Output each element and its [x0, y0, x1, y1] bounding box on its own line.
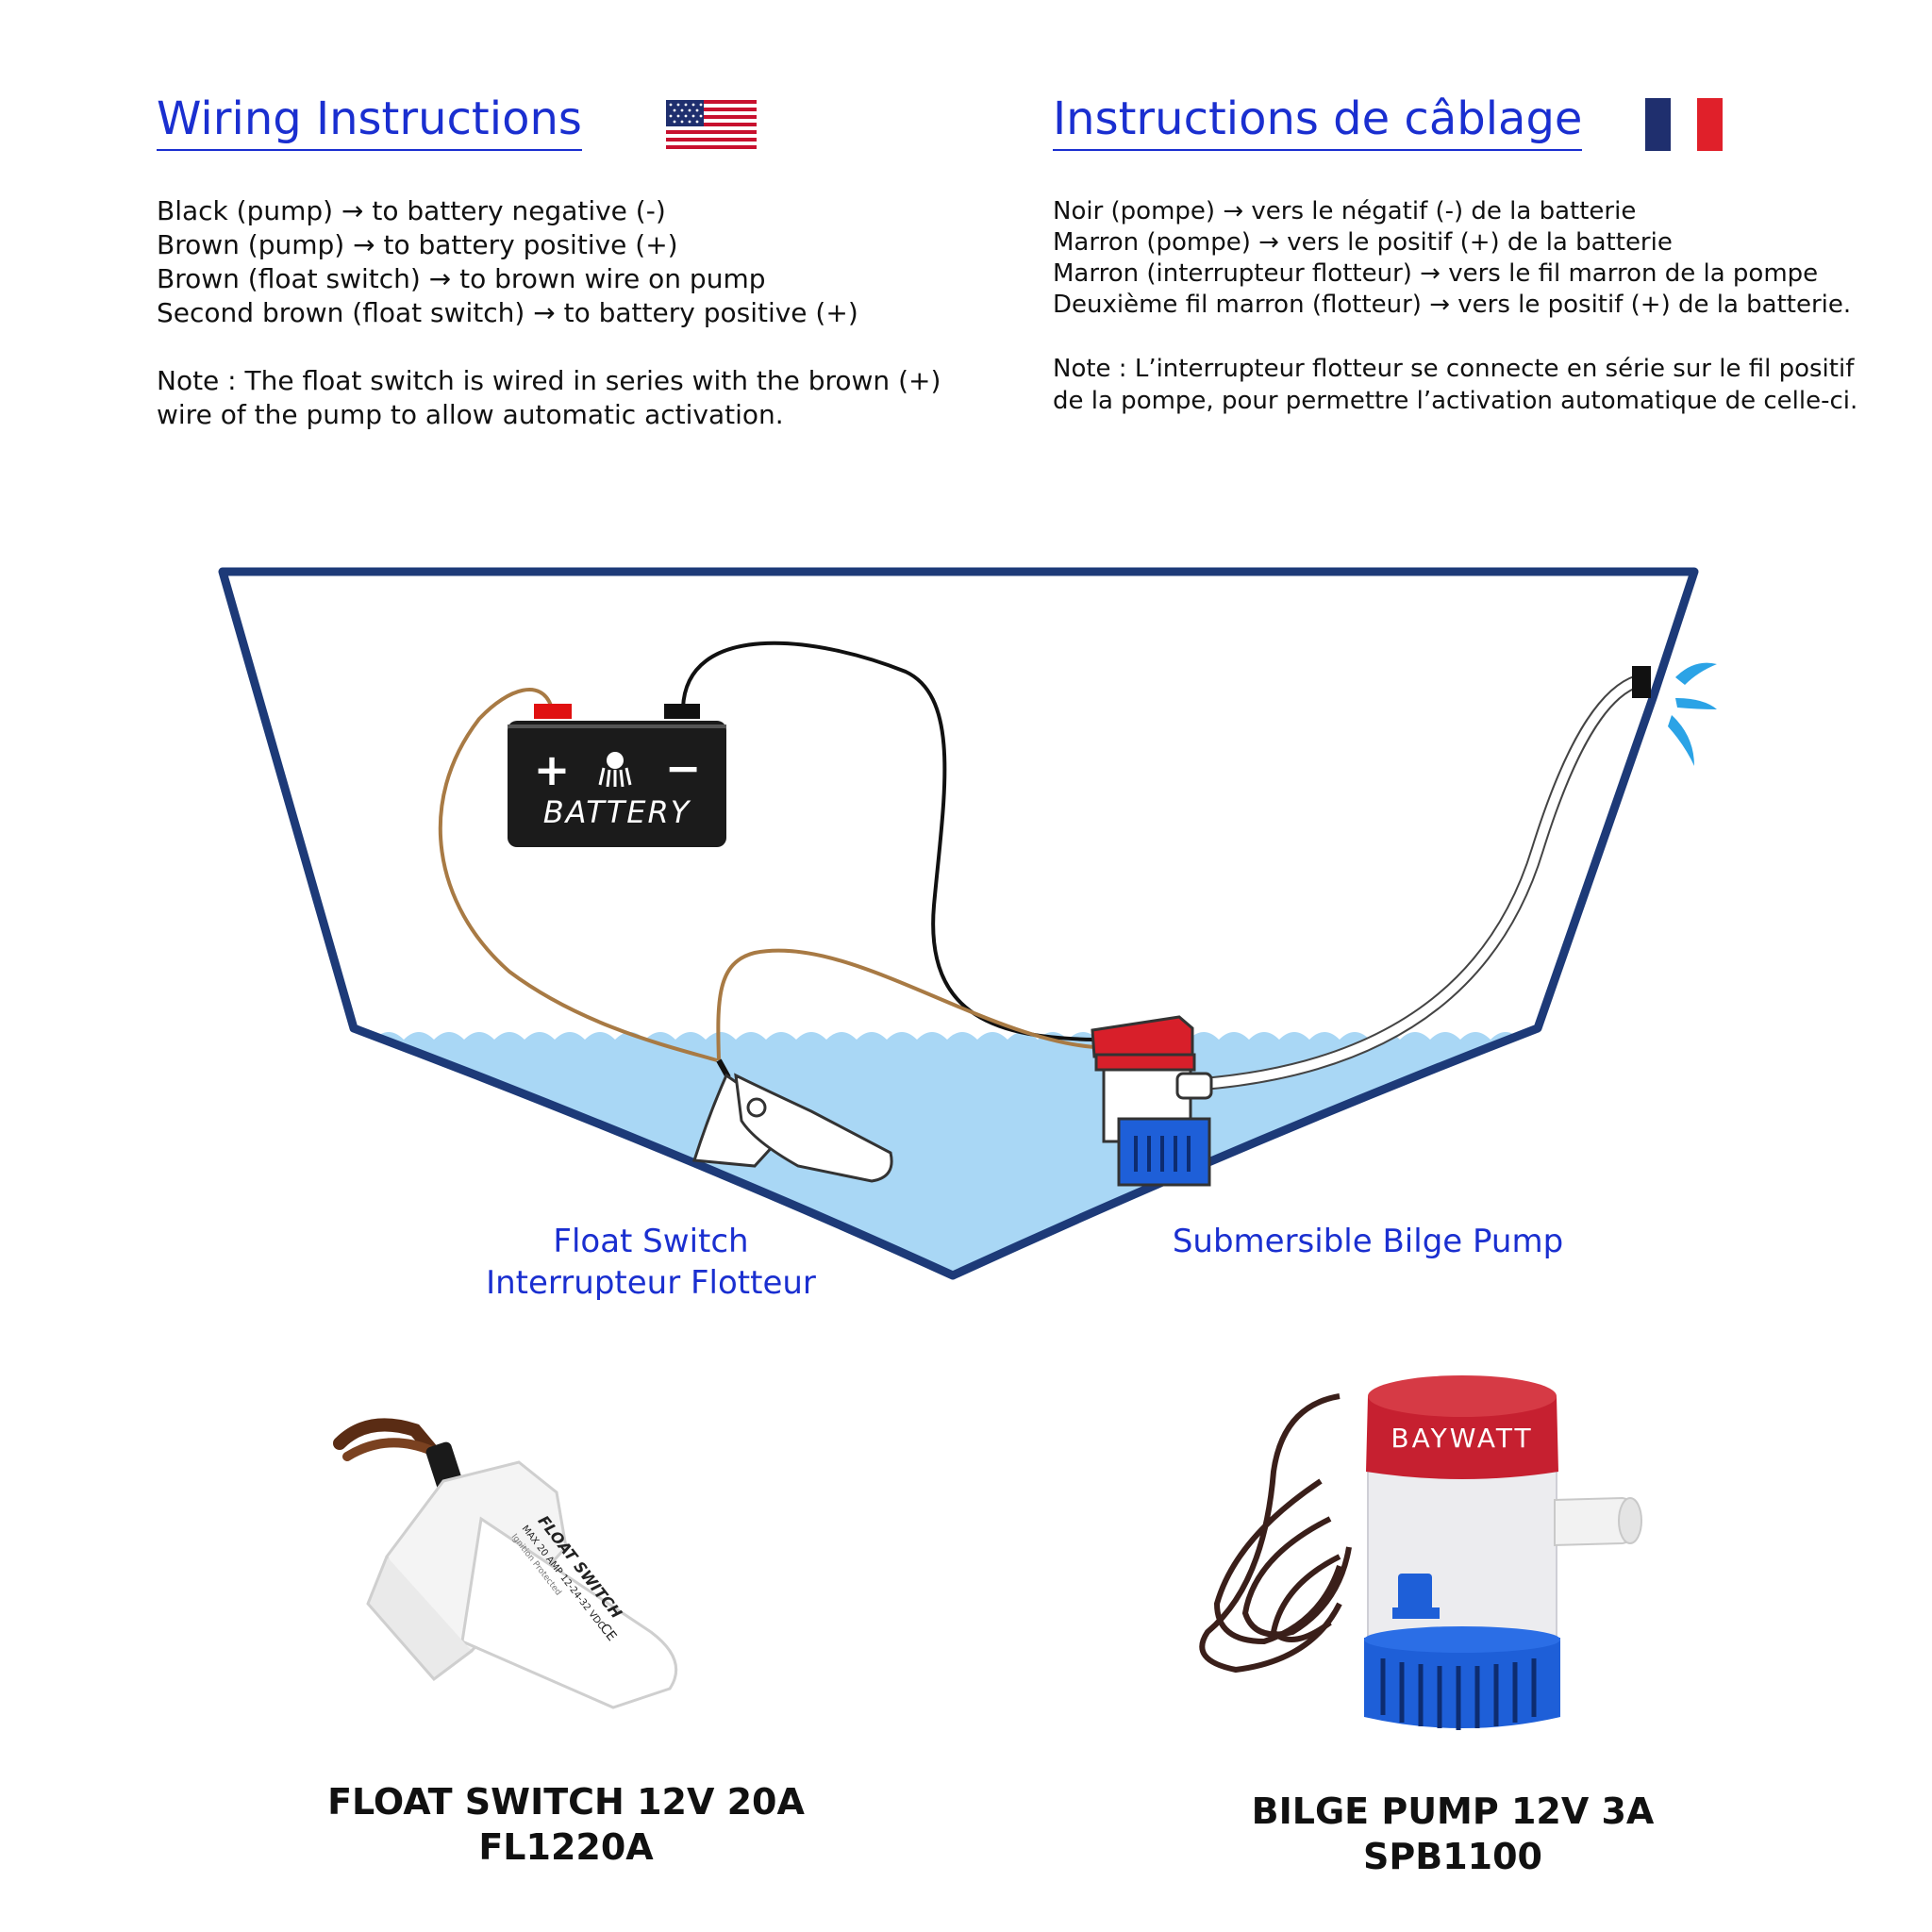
battery-positive-wire [438, 688, 718, 1062]
bilge-pump-caption: Submersible Bilge Pump [1172, 1223, 1564, 1260]
battery-label: BATTERY [543, 794, 691, 830]
water-spray-icon [1668, 662, 1717, 766]
instruction-line: Brown (pump) → to battery positive (+) [157, 229, 678, 260]
bilge-pump-illustration [1091, 1015, 1213, 1187]
through-hull-fitting [1632, 666, 1651, 698]
bilge-pump-brand: BAYWATT [1391, 1423, 1533, 1454]
float-switch-product: FLOAT SWITCH MAX 20 AMP 12-24-32 VDC Ign… [333, 1418, 678, 1709]
battery-minus-sign: − [665, 742, 702, 793]
instruction-line: Second brown (float switch) → to battery… [157, 297, 858, 328]
float-switch-product-name: FLOAT SWITCH 12V 20A FL1220A [327, 1781, 805, 1868]
note-line: wire of the pump to allow automatic acti… [157, 399, 784, 430]
france-flag-icon [1645, 98, 1723, 151]
float-switch-illustration [692, 1058, 893, 1183]
note-line: de la pompe, pour permettre l’activation… [1053, 387, 1858, 415]
us-flag-icon [666, 100, 757, 149]
float-switch-caption: Float Switch Interrupteur Flotteur [486, 1223, 816, 1302]
french-note: Note : L’interrupteur flotteur se connec… [1053, 353, 1857, 417]
french-title: Instructions de câblage [1053, 91, 1583, 151]
float-to-pump-wire [716, 948, 1095, 1061]
brand-logo-icon [598, 752, 632, 788]
battery: + − BATTERY [508, 704, 726, 847]
english-instructions: Black (pump) → to battery negative (-) B… [157, 194, 858, 330]
french-instructions: Noir (pompe) → vers le négatif (-) de la… [1053, 196, 1851, 321]
instruction-line: Black (pump) → to battery negative (-) [157, 195, 666, 226]
bilge-pump-product: BAYWATT [1199, 1375, 1642, 1730]
instruction-line: Marron (interrupteur flotteur) → vers le… [1053, 259, 1819, 288]
battery-plus-sign: + [534, 744, 571, 795]
note-line: Note : The float switch is wired in seri… [157, 365, 941, 396]
english-title: Wiring Instructions [157, 91, 582, 151]
boat-hull [218, 567, 1699, 1280]
note-line: Note : L’interrupteur flotteur se connec… [1053, 355, 1855, 383]
english-note: Note : The float switch is wired in seri… [157, 364, 941, 432]
bilge-pump-product-name: BILGE PUMP 12V 3A SPB1100 [1251, 1790, 1655, 1877]
instruction-line: Brown (float switch) → to brown wire on … [157, 263, 766, 294]
instruction-line: Deuxième fil marron (flotteur) → vers le… [1053, 291, 1852, 319]
instruction-line: Marron (pompe) → vers le positif (+) de … [1053, 228, 1673, 257]
battery-negative-wire [681, 641, 1095, 1041]
instruction-line: Noir (pompe) → vers le négatif (-) de la… [1053, 197, 1637, 225]
